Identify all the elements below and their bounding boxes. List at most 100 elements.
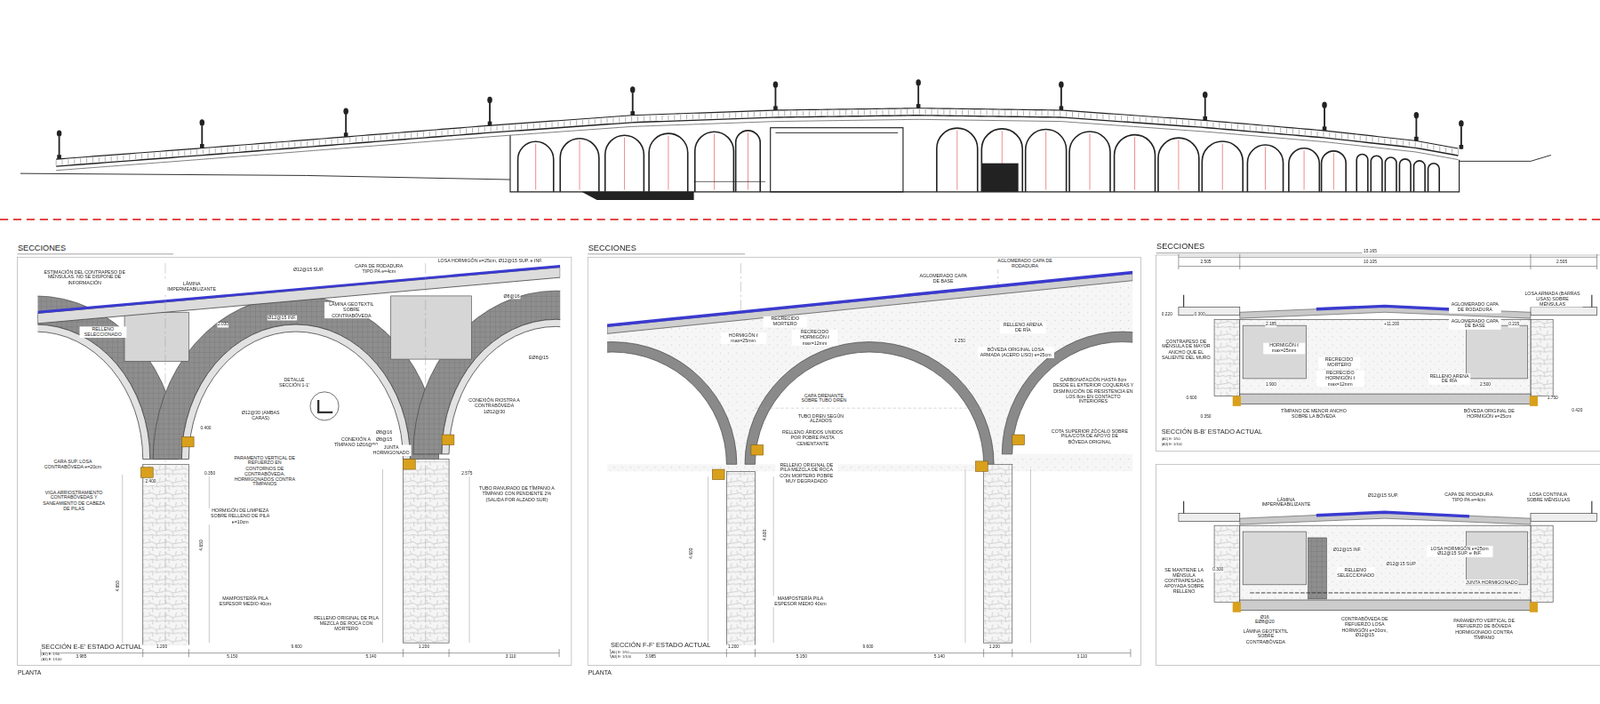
annotation-label: 1.200 xyxy=(418,645,431,651)
dimension-tick xyxy=(1596,254,1598,270)
wearing-course xyxy=(607,272,1133,327)
baluster xyxy=(839,110,840,116)
railing-post xyxy=(1183,501,1184,514)
baluster xyxy=(459,128,461,135)
baluster xyxy=(881,109,883,115)
wearing-course xyxy=(1316,512,1470,517)
annotation-label: 1.900 xyxy=(1264,382,1277,388)
baluster xyxy=(637,116,639,122)
annotation-label: LÁMINA IMPERMEABILIZANTE xyxy=(1261,496,1312,508)
annotation-label: SECCIÓN F-F' ESTADO ACTUAL xyxy=(609,640,711,649)
annotation-label: AGLOMERADO CAPA DE BASE xyxy=(918,273,968,285)
baluster xyxy=(56,160,57,166)
annotation-label: MAMPOSTERÍA PILA ESPESOR MEDIO 40cm xyxy=(216,595,274,607)
baluster xyxy=(1432,144,1434,151)
baluster xyxy=(166,152,168,158)
baluster xyxy=(1004,110,1006,116)
baluster xyxy=(117,155,119,161)
baluster xyxy=(1366,136,1368,142)
dimension-tick xyxy=(1239,254,1240,270)
baluster xyxy=(392,134,393,140)
original-vault xyxy=(744,342,994,465)
baluster xyxy=(686,114,688,120)
arch xyxy=(1321,151,1347,192)
support-block xyxy=(1012,434,1025,445)
baluster xyxy=(416,132,418,138)
baluster xyxy=(906,109,908,115)
baluster xyxy=(300,141,302,147)
ground-line xyxy=(1459,154,1552,161)
annotation-label: CARA SUP. LOSA CONTRABÓVEDA e=20cm xyxy=(40,459,105,471)
baluster xyxy=(826,110,828,116)
baluster xyxy=(368,136,369,142)
dimension-tick xyxy=(1129,648,1131,657)
pier-face xyxy=(121,474,123,643)
axis-line xyxy=(424,263,426,645)
dimension-tick xyxy=(754,648,756,657)
baluster xyxy=(980,110,982,116)
dimension-tick xyxy=(1177,254,1179,270)
baluster xyxy=(539,122,541,128)
fill-block xyxy=(124,312,189,361)
annotation-label: 3.110 xyxy=(504,655,517,661)
original-vault xyxy=(181,324,410,460)
baluster xyxy=(1139,116,1141,122)
baluster xyxy=(349,137,351,144)
annotation-label: SECCIONES xyxy=(587,243,637,254)
baluster xyxy=(618,117,620,123)
support-block xyxy=(1232,601,1241,612)
baluster xyxy=(73,159,75,165)
baluster xyxy=(1317,130,1319,136)
baluster xyxy=(784,111,785,117)
central-span xyxy=(775,132,898,134)
baluster xyxy=(1408,141,1410,147)
annotation-label: CONTRAPESO DE MÉNSULA DE MAYOR ANCHO QUE… xyxy=(1159,338,1214,360)
baluster xyxy=(1372,136,1374,143)
masonry-wall xyxy=(1214,319,1240,396)
baluster xyxy=(1059,111,1061,117)
rebar-line xyxy=(1249,592,1520,593)
annotation-label: RELLENO SELECCIONADO xyxy=(80,326,128,337)
baluster xyxy=(1426,144,1428,150)
baluster xyxy=(1353,135,1355,141)
baluster xyxy=(190,150,192,156)
height-dimension xyxy=(1045,131,1047,191)
lamp-post xyxy=(1322,126,1328,131)
railing-post xyxy=(1591,295,1592,308)
baluster xyxy=(1439,145,1440,152)
annotation-label: PLANTA xyxy=(17,669,42,677)
baluster xyxy=(386,134,388,140)
baluster xyxy=(122,154,124,160)
annotation-label: 0.600 xyxy=(1185,395,1198,401)
baluster xyxy=(374,136,376,142)
baluster xyxy=(649,115,651,121)
annotation-label: Ø12@15 SUP. xyxy=(1367,492,1399,498)
arch-opening xyxy=(754,352,984,464)
baluster xyxy=(821,110,823,116)
annotation-label: (A3) E: 1/100 xyxy=(609,656,632,660)
baluster xyxy=(1451,148,1453,154)
baluster xyxy=(184,150,185,156)
dimension-line xyxy=(1178,256,1598,258)
annotation-label: EØ8@15 xyxy=(528,354,550,360)
annotation-label: JUNTA HORMIGONADO xyxy=(371,445,412,456)
annotation-label: 5.140 xyxy=(933,655,945,661)
baluster xyxy=(86,158,88,164)
arch xyxy=(1114,135,1156,192)
support-block xyxy=(712,469,725,480)
annotation-label: 0.300 xyxy=(1193,312,1206,318)
annotation-label: VIGA ARRIOSTRAMIENTO CONTRABÓVEDAS Y SAN… xyxy=(40,489,107,512)
baluster xyxy=(1157,118,1159,124)
annotation-label: (A3) E: 1/100 xyxy=(1160,442,1183,447)
annotation-label: BÓVEDA ORIGINAL LOSA ARMADA (ACERO LISO)… xyxy=(977,346,1055,358)
annotation-label: (A1) E: 1/50 xyxy=(1160,437,1181,441)
support-block xyxy=(1232,395,1241,406)
baluster xyxy=(490,126,492,132)
baluster xyxy=(380,135,382,141)
baluster xyxy=(245,145,247,152)
annotation-label: JUNTA HORMIGONADO xyxy=(1464,579,1519,585)
base-course xyxy=(1240,512,1531,525)
annotation-label: 5.150 xyxy=(795,655,808,661)
arch xyxy=(1288,148,1320,192)
masonry-pier xyxy=(143,464,190,645)
